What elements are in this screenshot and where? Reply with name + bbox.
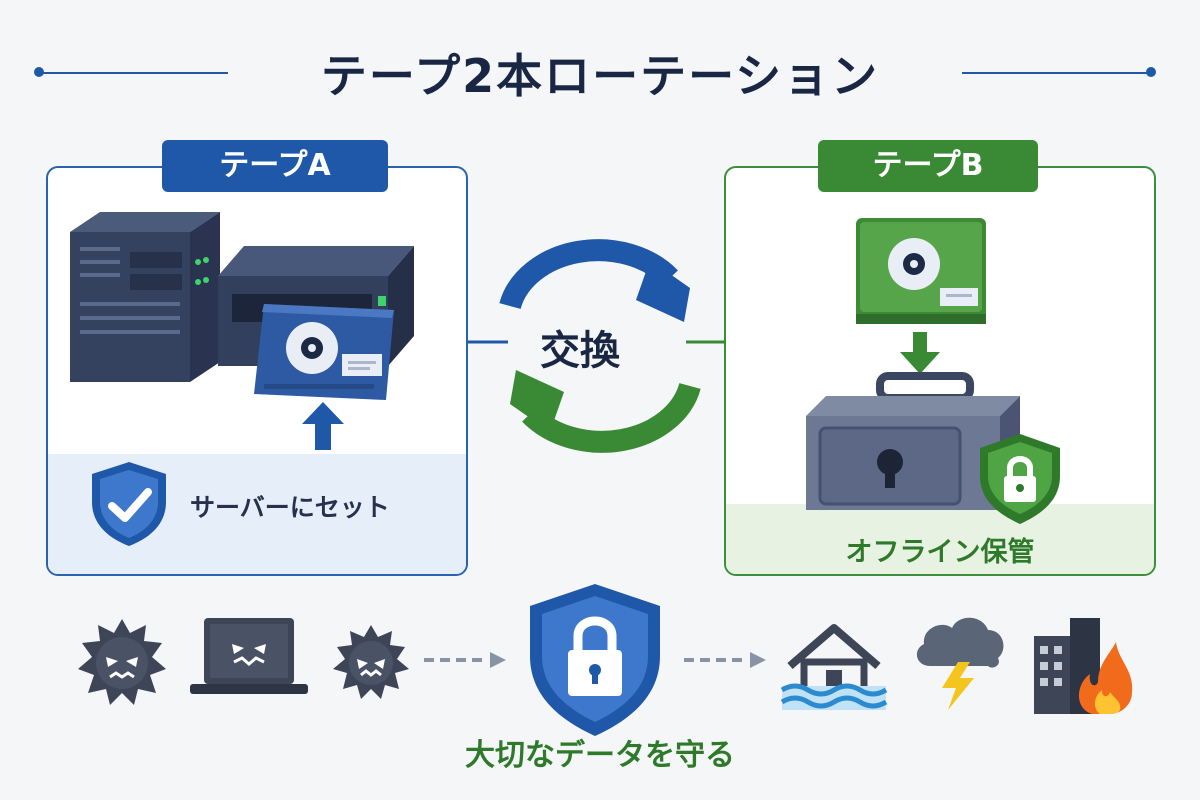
rotate-arrow-bottom-icon <box>510 370 701 453</box>
shield-lock-icon <box>980 434 1060 524</box>
big-shield-lock-icon <box>530 584 660 736</box>
virus-icon <box>78 619 166 705</box>
down-arrow-icon <box>900 332 940 374</box>
title-rule-left-dot <box>34 67 44 77</box>
green-tape-cartridge-icon <box>856 218 986 324</box>
dashed-arrow-left-icon <box>424 652 506 668</box>
virus-small-icon <box>333 625 409 699</box>
safe-icon <box>806 372 1020 510</box>
server-icon <box>70 212 220 382</box>
dashed-arrow-right-icon <box>684 652 766 668</box>
tape-b-status-label: オフライン保管 <box>845 537 1035 568</box>
page-title: テープ2本ローテーション <box>320 49 880 103</box>
exchange-label: 交換 <box>540 328 620 374</box>
protect-data-label: 大切なデータを守る <box>465 738 735 773</box>
connector-left <box>468 340 508 344</box>
tape-a-badge: テープA <box>162 140 388 192</box>
hacked-laptop-icon <box>190 618 308 694</box>
rotate-arrow-top-icon <box>499 239 690 322</box>
title-rule-left <box>40 72 228 74</box>
shield-check-icon <box>92 462 166 546</box>
connector-right <box>686 340 726 344</box>
burning-building-icon <box>1034 618 1133 714</box>
title-rule-right <box>962 72 1152 74</box>
tape-a-status-label: サーバーにセット <box>190 493 390 522</box>
tape-b-status-band <box>726 504 1154 574</box>
flood-house-icon <box>780 624 888 710</box>
tape-b-badge: テープB <box>818 140 1038 192</box>
up-arrow-icon <box>302 402 344 450</box>
title-rule-right-dot <box>1146 67 1156 77</box>
tape-cartridge-icon <box>254 304 394 400</box>
storm-cloud-icon <box>916 617 1004 710</box>
